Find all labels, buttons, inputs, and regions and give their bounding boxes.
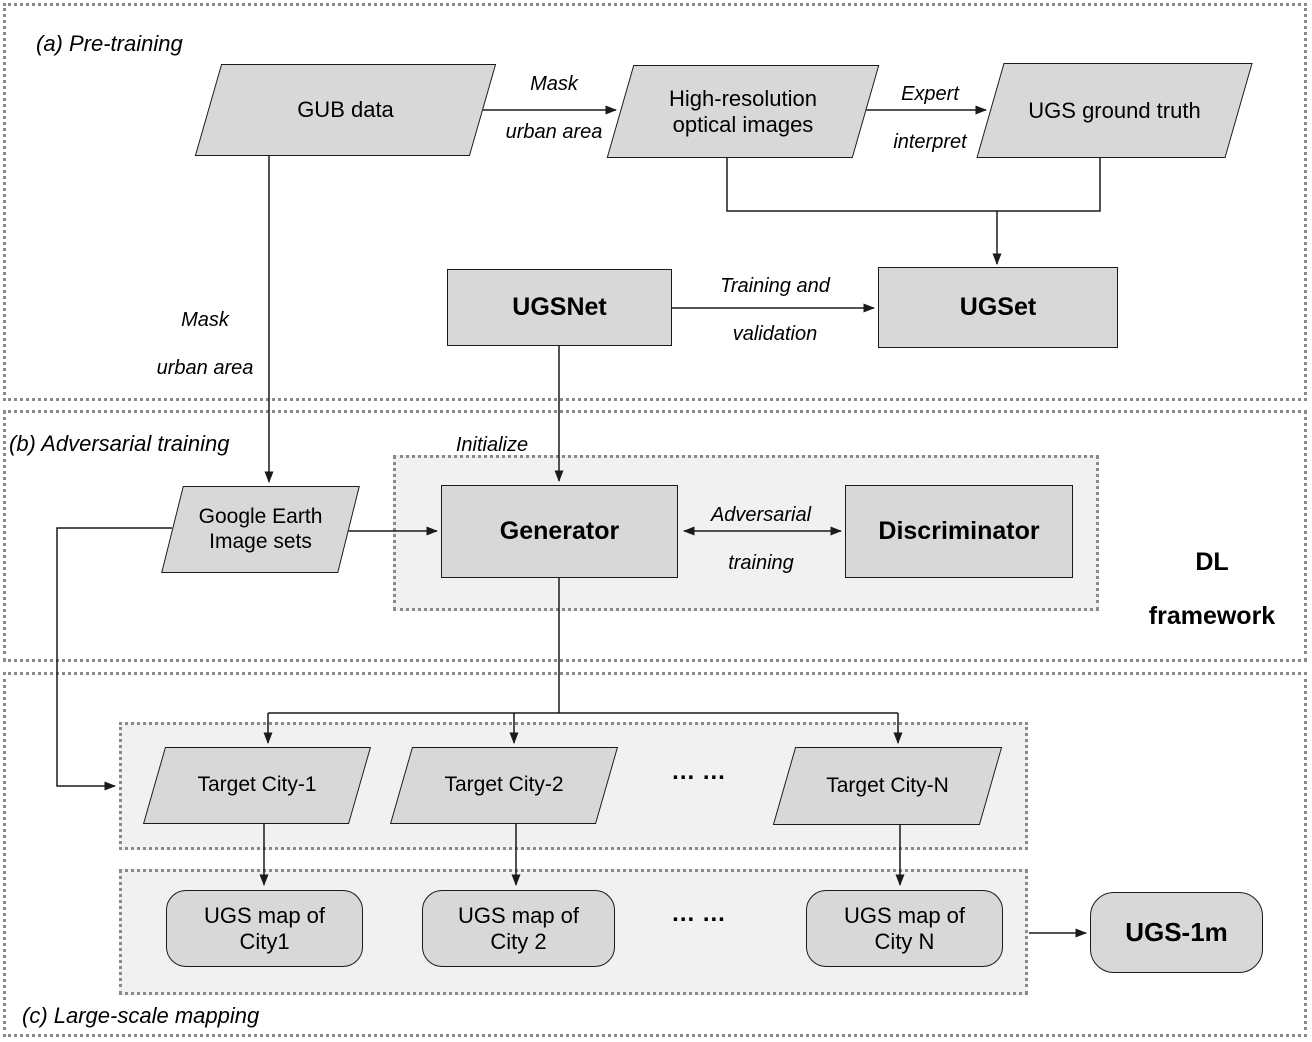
ellipsis-target-cities: ... ... bbox=[672, 758, 726, 785]
node-high-res-line1: High-resolution bbox=[669, 85, 817, 111]
node-target-city-n-label: Target City-N bbox=[826, 773, 949, 797]
node-ugs-map-city-2: UGS map of City 2 bbox=[422, 890, 615, 967]
edge-label-expert-interpret: Expert interpret bbox=[860, 58, 1000, 178]
edge-label-line: Expert bbox=[901, 83, 959, 105]
node-generator-label: Generator bbox=[499, 516, 620, 545]
node-ugs-map-city-n: UGS map of City N bbox=[806, 890, 1003, 967]
node-gub-data-label: GUB data bbox=[297, 97, 394, 123]
edge-label-line: urban area bbox=[156, 357, 254, 379]
edge-label-mask-urban-area-top: Mask urban area bbox=[464, 48, 644, 168]
node-ugs-map-city-2-line2: City 2 bbox=[490, 928, 547, 954]
label-dl-framework: DL framework bbox=[1122, 522, 1302, 657]
node-ugset: UGSet bbox=[878, 267, 1118, 348]
node-discriminator-label: Discriminator bbox=[878, 516, 1040, 545]
node-high-res-images: High-resolution optical images bbox=[606, 65, 880, 158]
edge-label-line: validation bbox=[732, 323, 818, 345]
dl-framework-line: DL bbox=[1195, 548, 1229, 576]
ellipsis-ugs-maps: ... ... bbox=[672, 900, 726, 927]
node-target-city-1-label: Target City-1 bbox=[197, 773, 317, 797]
node-ugs-1m-label: UGS-1m bbox=[1125, 917, 1228, 948]
node-ugset-label: UGSet bbox=[959, 292, 1037, 321]
edge-label-initialize: Initialize bbox=[455, 434, 529, 456]
node-gub-data: GUB data bbox=[194, 64, 497, 156]
section-label-c: (c) Large-scale mapping bbox=[22, 1003, 260, 1028]
node-target-city-2-label: Target City-2 bbox=[444, 773, 564, 797]
node-google-earth-line2: Image sets bbox=[209, 529, 312, 553]
node-ugs-map-city-1: UGS map of City1 bbox=[166, 890, 363, 967]
node-google-earth-line1: Google Earth bbox=[198, 504, 323, 528]
node-generator: Generator bbox=[441, 485, 678, 578]
node-ugsnet-label: UGSNet bbox=[512, 292, 607, 321]
node-ugs-map-city-2-line1: UGS map of bbox=[457, 902, 580, 928]
edge-label-line: Adversarial bbox=[710, 504, 812, 526]
node-ugs-map-city-n-line2: City N bbox=[874, 928, 935, 954]
node-ugs-map-city-n-line1: UGS map of bbox=[843, 902, 966, 928]
edge-label-training-validation: Training and validation bbox=[685, 250, 865, 370]
node-target-city-n: Target City-N bbox=[772, 747, 1003, 825]
node-google-earth: Google Earth Image sets bbox=[161, 486, 360, 573]
edge-label-line: interpret bbox=[893, 131, 967, 153]
section-label-a: (a) Pre-training bbox=[36, 31, 183, 56]
dl-framework-line: framework bbox=[1148, 602, 1276, 630]
edge-label-line: urban area bbox=[505, 121, 603, 143]
node-ugs-ground-truth-label: UGS ground truth bbox=[1028, 97, 1201, 123]
node-ugs-ground-truth: UGS ground truth bbox=[976, 63, 1253, 158]
node-ugs-1m: UGS-1m bbox=[1090, 892, 1263, 973]
section-label-b: (b) Adversarial training bbox=[9, 431, 230, 456]
node-ugs-map-city-1-line2: City1 bbox=[239, 928, 290, 954]
edge-label-mask-urban-area-left: Mask urban area bbox=[115, 284, 295, 404]
node-ugs-map-city-1-line1: UGS map of bbox=[203, 902, 326, 928]
node-ugsnet: UGSNet bbox=[447, 269, 672, 346]
node-high-res-line2: optical images bbox=[672, 111, 814, 137]
edge-label-line: training bbox=[728, 552, 794, 574]
edge-label-adversarial-training: Adversarial training bbox=[671, 479, 851, 599]
edge-label-line: Mask bbox=[530, 73, 578, 95]
node-discriminator: Discriminator bbox=[845, 485, 1073, 578]
node-target-city-2: Target City-2 bbox=[389, 747, 619, 824]
edge-label-line: Mask bbox=[181, 309, 229, 331]
node-target-city-1: Target City-1 bbox=[142, 747, 372, 824]
edge-label-line: Training and bbox=[720, 275, 830, 297]
